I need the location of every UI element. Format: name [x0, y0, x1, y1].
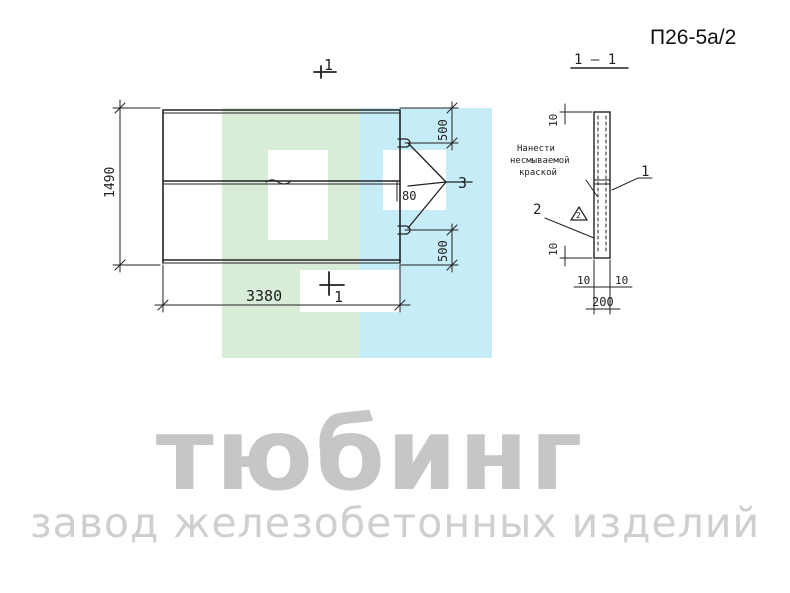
tick-c — [446, 224, 458, 236]
dim-length-tick-left — [157, 299, 169, 311]
callout-2-leader — [544, 217, 595, 239]
cover-bottom-label: 10 — [547, 243, 560, 256]
section-body — [593, 111, 611, 259]
plan-view — [162, 109, 401, 264]
section-title: 1 – 1 — [574, 52, 616, 68]
dim-height-tick-bottom — [114, 259, 126, 271]
thickness-label: 200 — [592, 295, 614, 309]
note-line-1: Нанести — [517, 144, 555, 154]
callout-loop-label: 3 — [458, 174, 467, 192]
dim-length-tick-right — [394, 299, 406, 311]
break-mark — [265, 179, 291, 185]
watermark-brand: тюбинг — [155, 396, 585, 513]
loop-leader-mid — [407, 181, 447, 187]
logo-cutout-left — [268, 150, 328, 240]
section-markers — [313, 65, 345, 296]
dim-height-label: 1490 — [103, 167, 118, 198]
side-left-label: 10 — [577, 274, 590, 287]
section-mark-bottom: 1 — [334, 288, 343, 306]
loop-leader-top — [407, 142, 447, 183]
loop-leader-bottom — [407, 181, 447, 229]
note-line-3: краской — [519, 168, 557, 178]
section-mark-top: 1 — [324, 56, 333, 74]
callout-mark-label: 2 — [533, 202, 541, 218]
dim-height — [112, 99, 161, 273]
tick-d — [446, 259, 458, 271]
dim-length-label: 3380 — [246, 287, 282, 305]
tick-b — [446, 137, 458, 149]
dim-top-500-label: 500 — [436, 119, 450, 141]
dim-bottom-500-label: 500 — [436, 240, 450, 262]
dim-gap-label: 80 — [402, 189, 416, 203]
cross-section — [544, 67, 653, 315]
lifting-loops — [397, 138, 473, 235]
logo-blue-block — [360, 108, 492, 358]
dim-length — [154, 264, 411, 313]
mark-triangle-label: 2 — [576, 211, 581, 220]
logo-cutout-right — [383, 150, 446, 210]
tick-a — [446, 102, 458, 114]
dim-height-tick-top — [114, 102, 126, 114]
callout-1-leader — [611, 177, 639, 191]
watermark-subtitle: завод железобетонных изделий — [29, 499, 761, 547]
dim-right-chain — [396, 101, 459, 273]
drawing-labels: 1 1 1 – 1 3380 1490 500 500 80 3 1 2 2 1… — [103, 52, 649, 309]
drawing-code: П26-5а/2 — [650, 26, 737, 49]
callout-rebar-label: 1 — [641, 164, 649, 180]
mark-triangle — [569, 205, 589, 221]
note-leader — [585, 179, 598, 197]
note-line-2: несмываемой — [510, 156, 570, 166]
side-right-label: 10 — [615, 274, 628, 287]
cover-top-label: 10 — [547, 114, 560, 127]
